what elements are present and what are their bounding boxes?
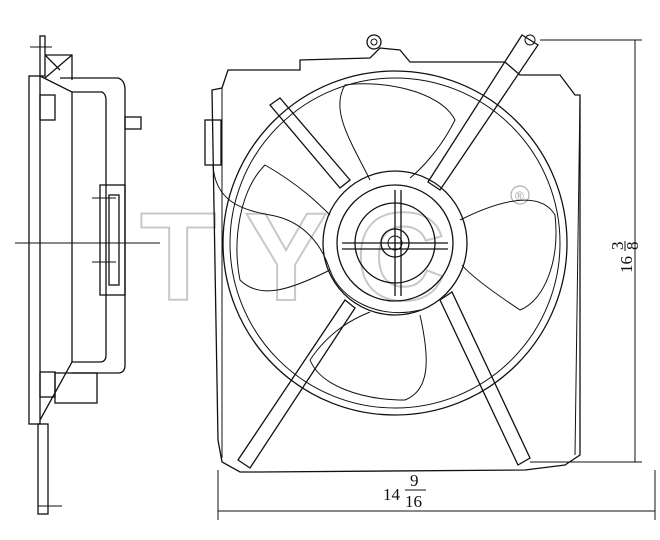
tyc-watermark: TYC ® xyxy=(139,185,530,328)
fan-blade xyxy=(339,83,456,181)
height-whole: 16 xyxy=(617,256,636,273)
strut xyxy=(269,97,351,189)
height-denominator: 8 xyxy=(623,242,642,251)
registered-mark: ® xyxy=(515,189,524,203)
registered-mark-icon xyxy=(510,185,530,205)
width-numerator: 9 xyxy=(410,471,419,490)
width-whole: 14 xyxy=(383,485,401,504)
fan-ring xyxy=(222,70,568,416)
watermark-logo-text: TYC xyxy=(140,188,474,327)
width-dimension: 14 9 16 xyxy=(217,470,656,520)
height-dimension: 16 3 8 xyxy=(530,39,642,463)
shroud-outline xyxy=(211,47,581,473)
mount-hole xyxy=(366,34,382,50)
front-view xyxy=(204,34,581,473)
strut xyxy=(427,34,539,191)
strut xyxy=(439,291,531,466)
fan-blade xyxy=(236,164,331,292)
width-denominator: 16 xyxy=(405,492,422,511)
hub xyxy=(322,170,468,316)
side-view xyxy=(15,35,160,515)
height-numerator: 3 xyxy=(608,242,627,251)
fan-blade xyxy=(459,199,557,311)
fan-blade xyxy=(309,311,427,401)
strut xyxy=(237,299,356,469)
